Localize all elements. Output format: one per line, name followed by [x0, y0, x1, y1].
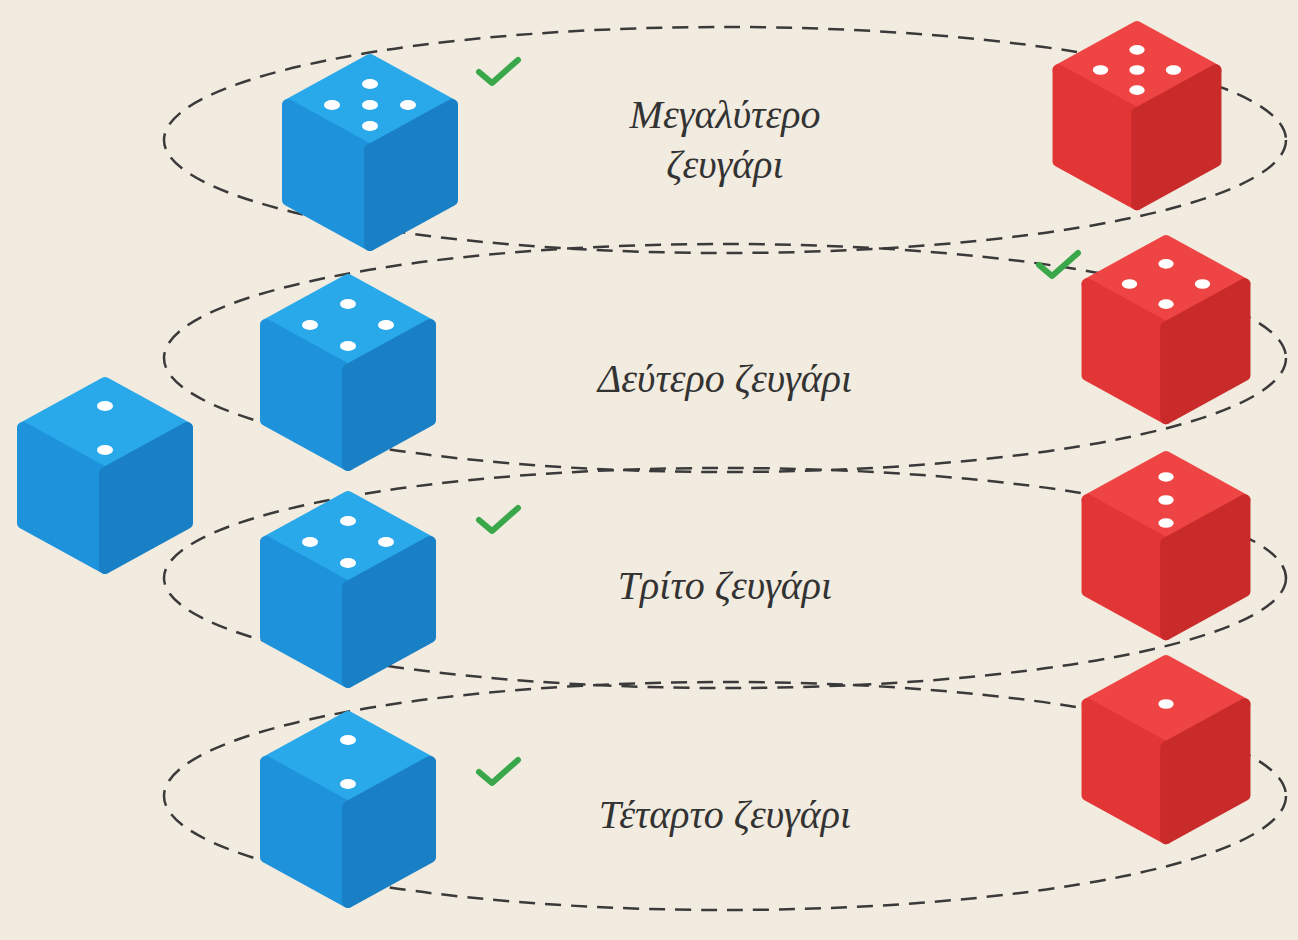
pair-ellipse: Τρίτο ζευγάρι [162, 466, 1288, 690]
pair-label: Τρίτο ζευγάρι [595, 561, 855, 611]
pair-label: Τέταρτο ζευγάρι [595, 790, 855, 840]
pair-label: Μεγαλύτερο ζευγάρι [595, 90, 855, 190]
pair-ellipse: Δεύτερο ζευγάρι [162, 242, 1288, 474]
dashed-ellipse [162, 25, 1288, 255]
pair-ellipse: Μεγαλύτερο ζευγάρι [162, 25, 1288, 255]
pair-label: Δεύτερο ζευγάρι [595, 354, 855, 404]
pair-ellipse: Τέταρτο ζευγάρι [162, 680, 1288, 912]
